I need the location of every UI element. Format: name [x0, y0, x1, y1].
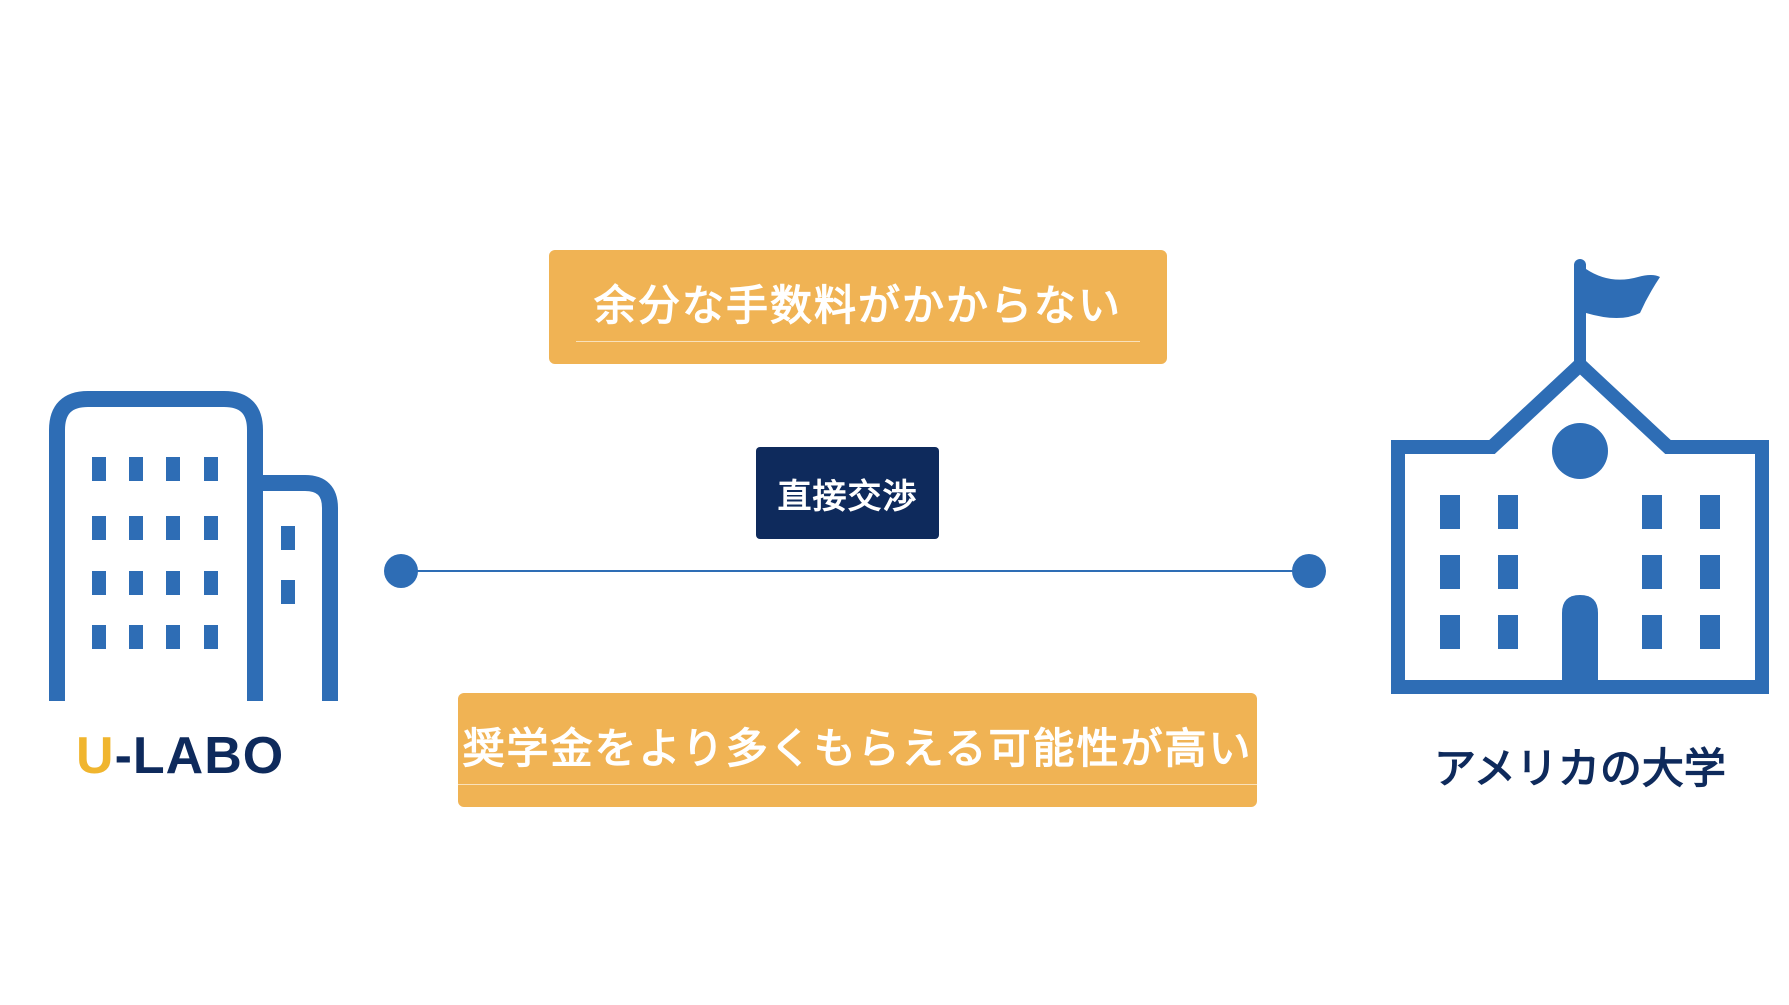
american-university-label: アメリカの大学	[1434, 744, 1726, 793]
connector-left-dot	[384, 554, 418, 588]
connector-right-dot	[1292, 554, 1326, 588]
callout-bottom-text: 奨学金をより多くもらえる可能性が高い	[456, 715, 1259, 785]
direct-negotiation-box: 直接交渉	[756, 447, 939, 539]
callout-more-scholarship: 奨学金をより多くもらえる可能性が高い	[456, 693, 1259, 807]
office-building-icon	[49, 391, 338, 701]
callout-no-extra-fees: 余分な手数料がかからない	[549, 250, 1167, 364]
logo-rest: -LABO	[114, 727, 285, 785]
ulabo-logo: U-LABO	[76, 726, 284, 786]
logo-u: U	[76, 727, 115, 785]
direct-negotiation-label: 直接交渉	[777, 476, 918, 517]
callout-top-text: 余分な手数料がかからない	[575, 272, 1140, 342]
school-building-icon	[1391, 259, 1769, 694]
